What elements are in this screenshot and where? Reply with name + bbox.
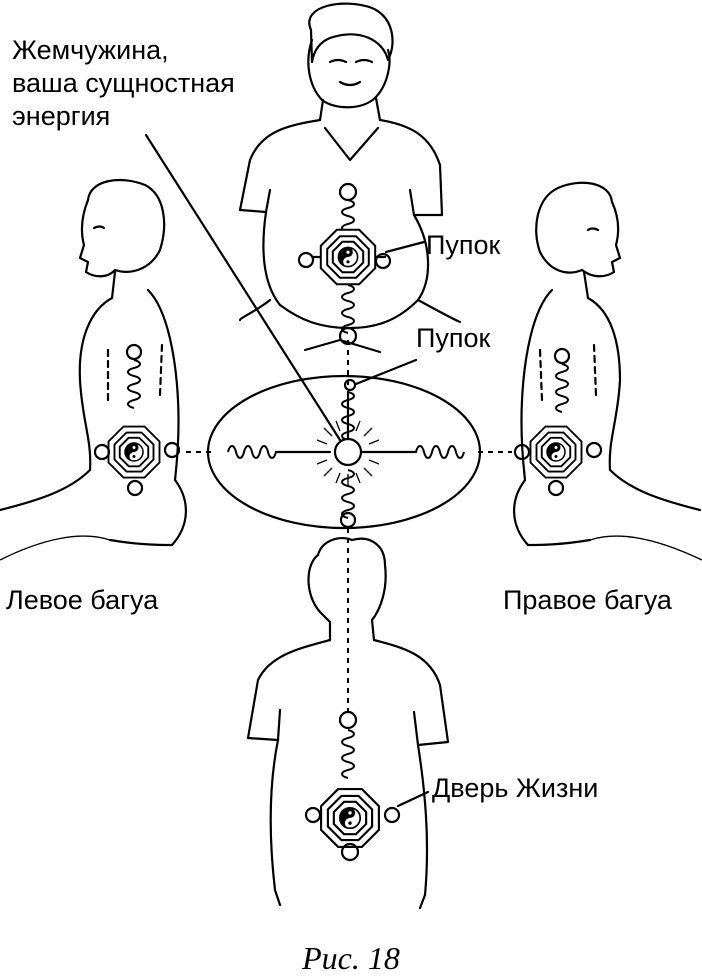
right-figure bbox=[513, 181, 702, 561]
pearl-leader-line bbox=[144, 133, 342, 442]
right-bagua-label: Правое багуа bbox=[503, 585, 672, 615]
left-bagua-label: Левое багуа bbox=[6, 585, 159, 615]
front-figure bbox=[238, 2, 462, 354]
figure-caption: Рис. 18 bbox=[302, 940, 400, 976]
navel-center-leader-line bbox=[354, 358, 418, 386]
energy-ellipse bbox=[186, 374, 512, 530]
navel-top-leader-line bbox=[384, 240, 426, 254]
navel-top-label: Пупок bbox=[426, 230, 501, 260]
back-figure bbox=[246, 537, 450, 910]
pearl bbox=[314, 418, 382, 486]
pearl-label: Жемчужина, ваша сущностная энергия bbox=[12, 35, 235, 131]
left-figure bbox=[0, 178, 187, 561]
navel-center-label: Пупок bbox=[416, 323, 491, 353]
door-leader-line bbox=[396, 790, 430, 808]
door-of-life-label: Дверь Жизни bbox=[432, 773, 599, 803]
